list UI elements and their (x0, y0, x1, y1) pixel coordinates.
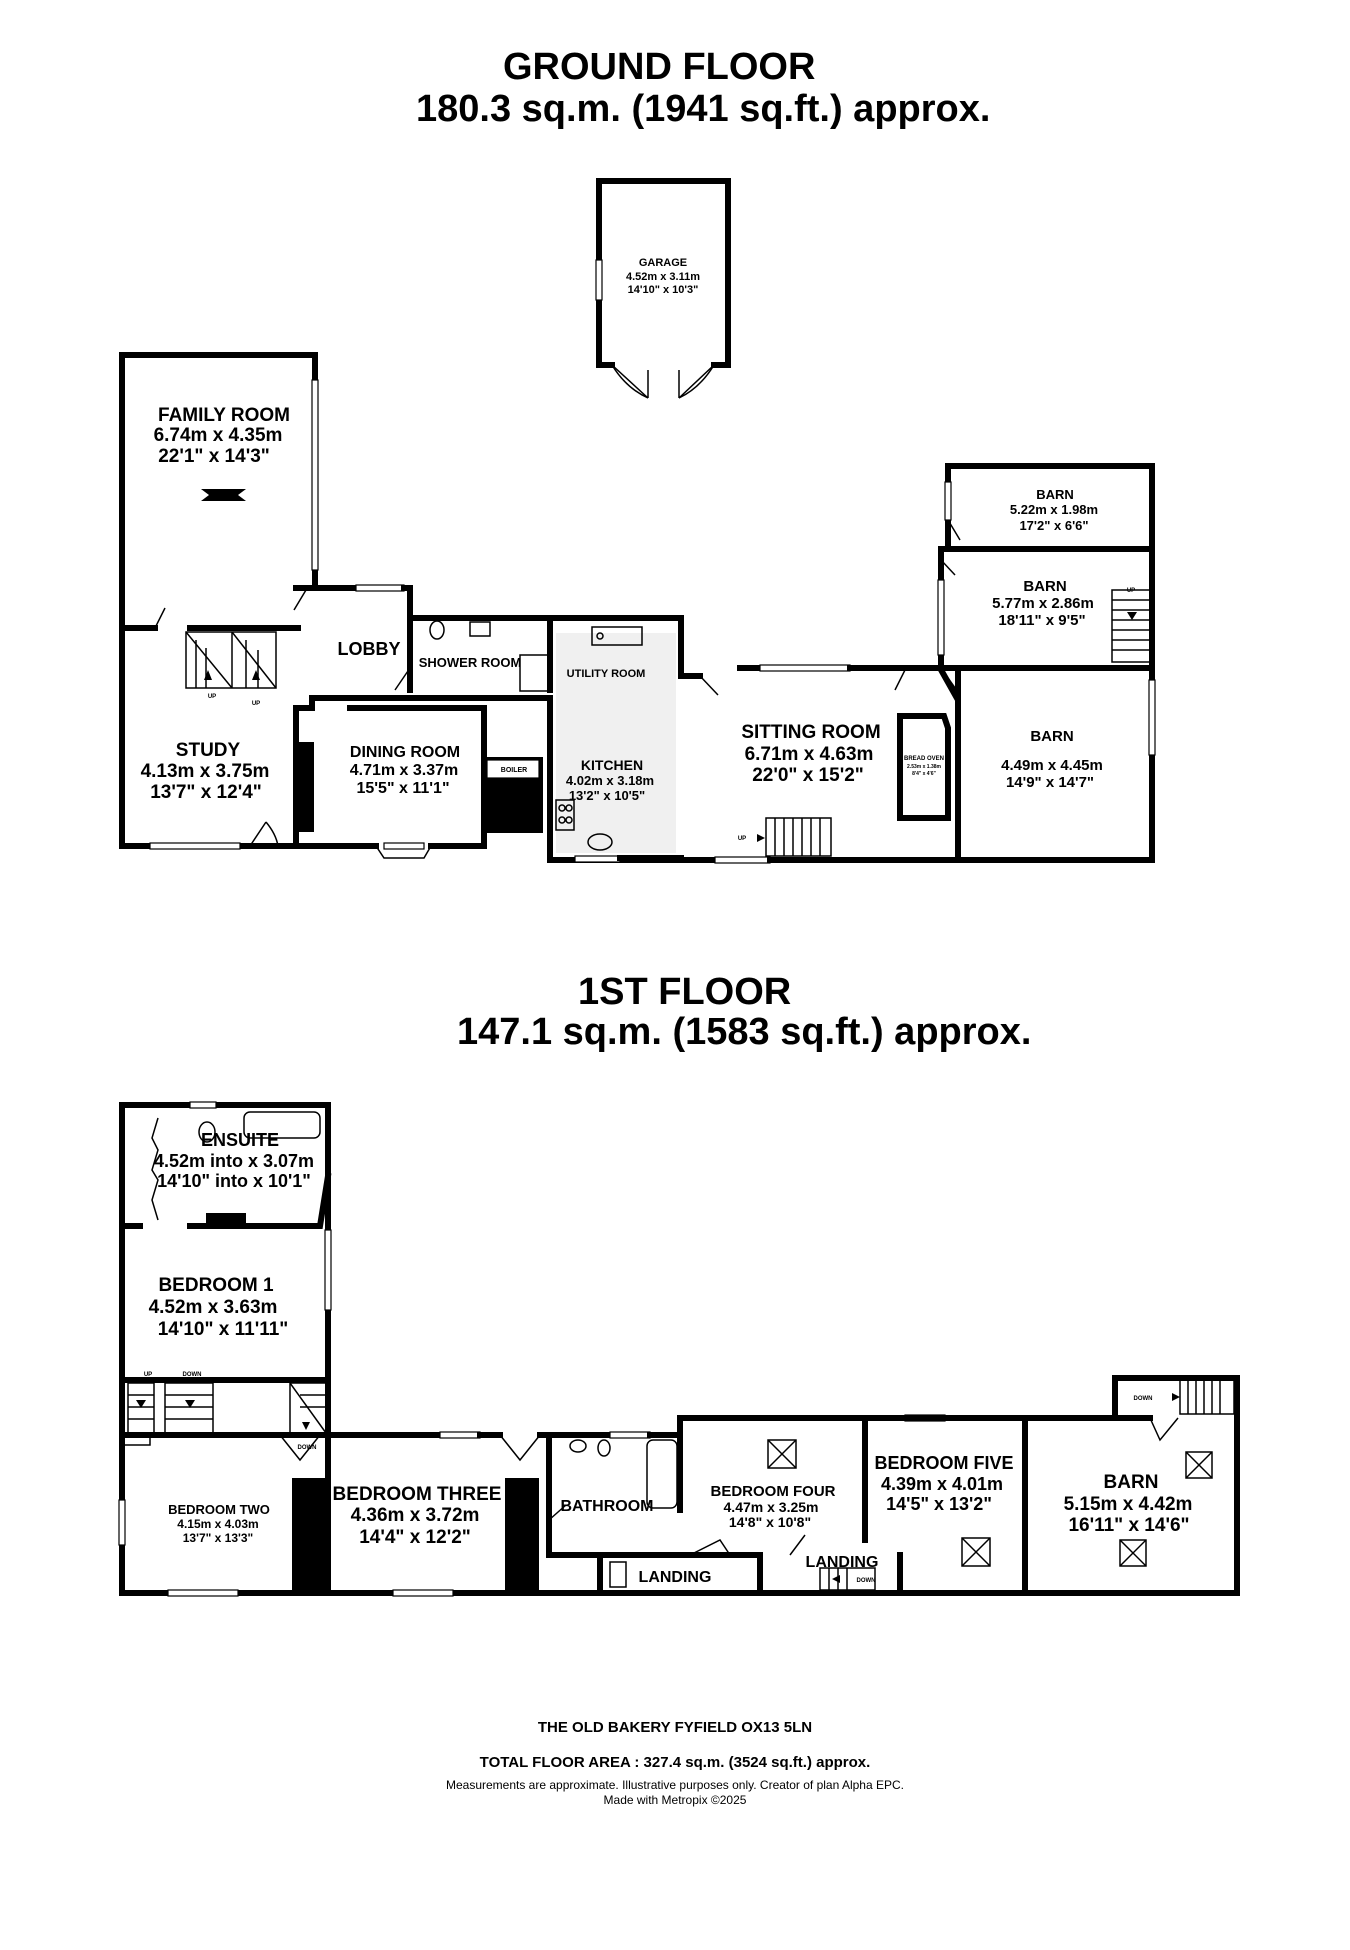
first-floor-left-stairs: UP DOWN (127, 1372, 327, 1434)
barn-top-imperial: 17'2" x 6'6" (1019, 518, 1088, 533)
kitchen-name: KITCHEN (581, 757, 643, 773)
barn-middle-name: BARN (1023, 578, 1066, 595)
bedroom-four-name: BEDROOM FOUR (711, 1483, 836, 1500)
barn-stairs-up-label: UP (1127, 588, 1135, 594)
bedroom-two-name: BEDROOM TWO (168, 1502, 270, 1517)
utility-room-name: UTILITY ROOM (567, 668, 646, 680)
ff-stairs-down-label-center: DOWN (298, 1445, 317, 1451)
bedroom-two-imperial: 13'7" x 13'3" (183, 1531, 253, 1545)
barn-bottom-metric: 4.49m x 4.45m (1001, 757, 1103, 774)
dining-room-imperial: 15'5" x 11'1" (356, 780, 449, 797)
bedroom-five-imperial: 14'5" x 13'2" (886, 1494, 992, 1514)
sitting-room-name: SITTING ROOM (741, 722, 880, 743)
ground-floor-title: GROUND FLOOR (503, 46, 816, 88)
garage-metric: 4.52m x 3.11m (626, 271, 700, 283)
bedroom-five-metric: 4.39m x 4.01m (881, 1474, 1003, 1494)
barns-outline (937, 463, 1156, 863)
central-rooms-outline (293, 584, 684, 863)
study-stairs: UP UP (185, 631, 277, 707)
first-floor-title: 1ST FLOOR (578, 971, 792, 1013)
first-floor-plan: UP DOWN (118, 1101, 1240, 1597)
barn-ff-stairs: DOWN (1134, 1379, 1235, 1442)
ff-landing-down-label: DOWN (857, 1578, 876, 1584)
skylight-icons (767, 1439, 1213, 1567)
bedroom-four-metric: 4.47m x 3.25m (724, 1499, 819, 1515)
bedroom-three-imperial: 14'4" x 12'2" (359, 1527, 471, 1548)
ground-floor-plan: UP UP (119, 178, 1156, 864)
partition-wall-1 (292, 1478, 328, 1593)
study-metric: 4.13m x 3.75m (141, 761, 270, 782)
bread-oven-outline (897, 713, 951, 821)
ensuite-name: ENSUITE (201, 1130, 279, 1150)
landing-1-name: LANDING (639, 1569, 712, 1586)
total-floor-area: TOTAL FLOOR AREA : 327.4 sq.m. (3524 sq.… (479, 1754, 871, 1771)
boiler-label: BOILER (501, 767, 527, 774)
ff-barn-metric: 5.15m x 4.42m (1064, 1494, 1193, 1515)
shower-room-name: SHOWER ROOM (419, 655, 522, 670)
barn-middle-metric: 5.77m x 2.86m (992, 595, 1094, 612)
barn-bottom-name: BARN (1030, 728, 1073, 745)
bread-oven-metric: 2.53m x 1.38m (907, 764, 941, 770)
sitting-stairs-up-label: UP (738, 836, 746, 842)
partition-wall-2 (505, 1478, 539, 1593)
bathroom-outline (546, 1415, 683, 1596)
property-address: THE OLD BAKERY FYFIELD OX13 5LN (537, 1719, 813, 1736)
study-name: STUDY (176, 740, 241, 761)
kitchen-metric: 4.02m x 3.18m (566, 773, 654, 788)
barn-middle-imperial: 18'11" x 9'5" (998, 612, 1085, 629)
garage-name: GARAGE (639, 257, 687, 269)
barn-top-name: BARN (1036, 487, 1074, 502)
ground-floor-area: 180.3 sq.m. (1941 sq.ft.) approx. (416, 88, 991, 130)
garage-imperial: 14'10" x 10'3" (628, 284, 699, 296)
family-room-imperial: 22'1" x 14'3" (158, 446, 270, 467)
bedroom-1-metric: 4.52m x 3.63m (149, 1297, 278, 1318)
ff-stairs-up-label: UP (144, 1372, 152, 1378)
garage-outline (595, 178, 731, 399)
fireplace-icon (201, 489, 246, 501)
family-room-name: FAMILY ROOM (158, 405, 290, 426)
study-stairs-up-label-2: UP (252, 701, 260, 707)
kitchen-imperial: 13'2" x 10'5" (569, 788, 645, 803)
family-room-metric: 6.74m x 4.35m (154, 425, 283, 446)
bedroom-1-name: BEDROOM 1 (158, 1275, 274, 1296)
ff-barn-imperial: 16'11" x 14'6" (1068, 1515, 1189, 1536)
bedroom-five-name: BEDROOM FIVE (874, 1453, 1013, 1473)
first-floor-area: 147.1 sq.m. (1583 sq.ft.) approx. (457, 1011, 1032, 1053)
metropix-credit: Made with Metropix ©2025 (603, 1793, 747, 1807)
ff-barn-name: BARN (1104, 1472, 1159, 1493)
boiler-block (487, 778, 539, 828)
ensuite-imperial: 14'10" into x 10'1" (157, 1171, 311, 1191)
bathroom-name: BATHROOM (560, 1498, 653, 1515)
ensuite-metric: 4.52m into x 3.07m (154, 1151, 314, 1171)
ff-stairs-down-label-left: DOWN (183, 1372, 202, 1378)
disclaimer-note: Measurements are approximate. Illustrati… (445, 1778, 904, 1792)
bedroom-1-imperial: 14'10" x 11'11" (158, 1319, 289, 1340)
ff-barn-down-label: DOWN (1134, 1396, 1153, 1402)
sitting-room-stairs: UP (738, 817, 832, 857)
study-imperial: 13'7" x 12'4" (150, 782, 262, 803)
sitting-room-imperial: 22'0" x 15'2" (752, 765, 864, 786)
barn-top-metric: 5.22m x 1.98m (1010, 502, 1098, 517)
sitting-room-metric: 6.71m x 4.63m (745, 744, 874, 765)
study-stairs-up-label: UP (208, 694, 216, 700)
landing-2-stairs: DOWN (819, 1567, 876, 1591)
bedroom-two-metric: 4.15m x 4.03m (177, 1517, 258, 1531)
dining-room-metric: 4.71m x 3.37m (350, 762, 459, 779)
bedroom-three-name: BEDROOM THREE (333, 1484, 502, 1505)
lobby-name: LOBBY (338, 639, 401, 659)
landing-1-outline (597, 1539, 763, 1588)
barn-bottom-imperial: 14'9" x 14'7" (1006, 774, 1094, 791)
bedroom-four-imperial: 14'8" x 10'8" (729, 1514, 811, 1530)
dining-room-name: DINING ROOM (350, 744, 460, 761)
bread-oven-imperial: 8'4" x 4'6" (912, 771, 936, 777)
bread-oven-name: BREAD OVEN (904, 756, 944, 762)
barn-stairs: UP (1111, 588, 1151, 663)
bedroom-three-metric: 4.36m x 3.72m (351, 1505, 480, 1526)
landing-2-name: LANDING (806, 1554, 879, 1571)
